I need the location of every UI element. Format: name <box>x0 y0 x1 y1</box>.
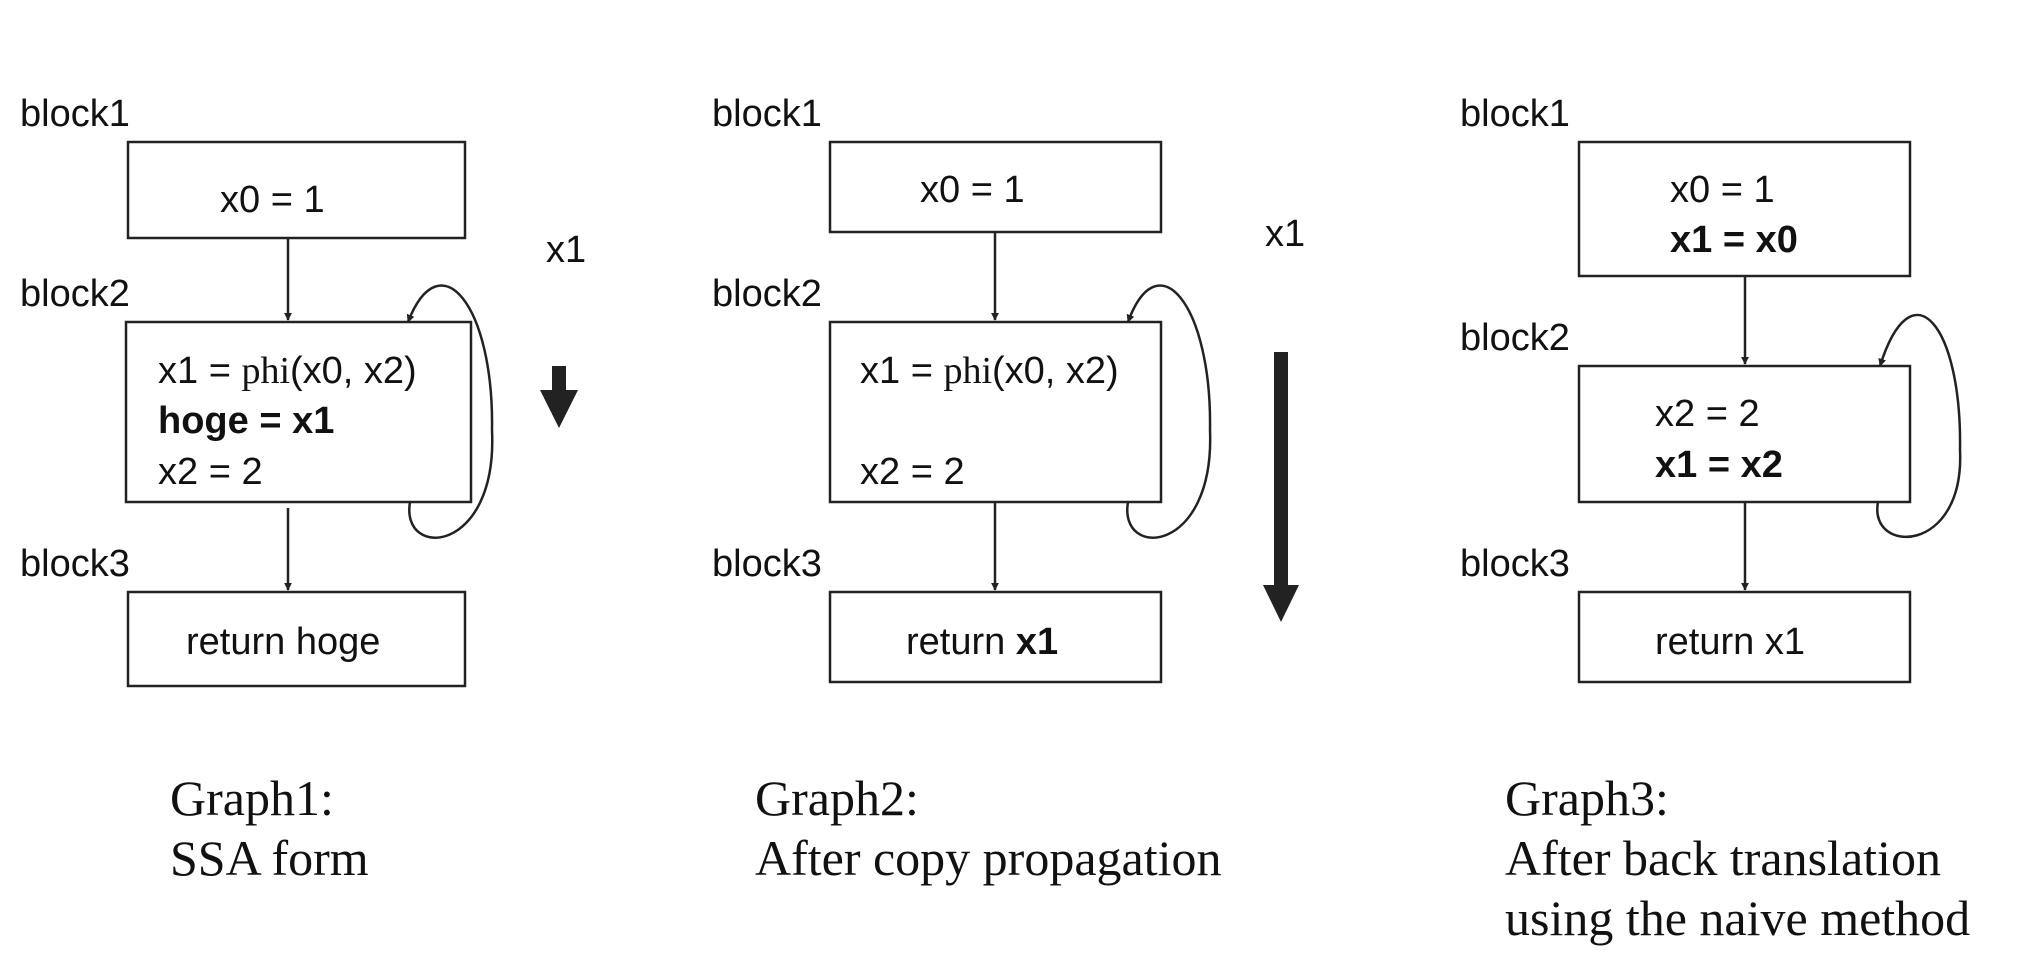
graph1: block1 x0 = 1 block2 x1 = phi(x0, x2) ho… <box>20 93 586 886</box>
graph2-caption-line2: After copy propagation <box>755 830 1222 886</box>
graph3-block1-label: block1 <box>1460 93 1570 135</box>
graph2-return-keyword: return <box>906 621 1016 663</box>
graph2-block3-box <box>828 590 1163 684</box>
graph3-caption-line2: After back translation <box>1505 830 1941 886</box>
graph2-block2-line3: x2 = 2 <box>860 451 965 493</box>
graph1-arrow-shaft <box>552 366 566 392</box>
graph1-loop-edge <box>406 284 494 539</box>
graph3-block2-line1: x2 = 2 <box>1655 393 1760 435</box>
graph3-block2-box <box>1577 364 1912 504</box>
graph2-arrow-head <box>1263 585 1299 622</box>
graph1-block2-box <box>124 320 473 504</box>
graph2-caption-line1: Graph2: <box>755 770 919 826</box>
graph1-phi-args: (x0, x2) <box>290 350 417 392</box>
graph2-block1-line1: x0 = 1 <box>920 169 1025 211</box>
graph3-block1-line1: x0 = 1 <box>1670 169 1775 211</box>
graph2-arrow-shaft <box>1274 352 1288 587</box>
graph1-arrow-head <box>540 390 578 428</box>
graph3-block3-box <box>1577 590 1912 684</box>
graph1-block3-line1: return hoge <box>186 621 380 663</box>
graph1-block1-line1: x0 = 1 <box>220 179 325 221</box>
graph3: block1 x0 = 1 x1 = x0 block2 x2 = 2 x1 =… <box>1460 93 1970 946</box>
graph3-block1-line2: x1 = x0 <box>1670 219 1798 261</box>
graph3-block3-label: block3 <box>1460 543 1570 585</box>
graph1-block2-line3: x2 = 2 <box>158 451 263 493</box>
graph1-phi-prefix: x1 = <box>158 350 241 392</box>
graph3-block1-box <box>1577 140 1912 278</box>
graph1-block2-line1: x1 = phi(x0, x2) <box>158 350 417 392</box>
graph2-block3-line1: return x1 <box>906 621 1058 663</box>
graph2-loop-edge <box>1126 284 1212 539</box>
graph2-phi-prefix: x1 = <box>860 350 943 392</box>
graph2: block1 x0 = 1 block2 x1 = phi(x0, x2) x2… <box>712 93 1305 886</box>
graph3-block2-label: block2 <box>1460 317 1570 359</box>
graph1-caption-line1: Graph1: <box>170 770 334 826</box>
graph2-phi-args: (x0, x2) <box>992 350 1119 392</box>
graph1-block3-box <box>126 590 467 688</box>
graph1-block1-box <box>126 140 467 240</box>
graph2-block2-box <box>828 320 1163 504</box>
graph2-block1-label: block1 <box>712 93 822 135</box>
graph1-caption-line2: SSA form <box>170 830 369 886</box>
graph1-block2-label: block2 <box>20 273 130 315</box>
graph3-block2-line2: x1 = x2 <box>1655 444 1783 486</box>
graph3-caption-line3: using the naive method <box>1505 890 1970 946</box>
graph2-block2-label: block2 <box>712 273 822 315</box>
graph2-return-var: x1 <box>1016 621 1058 663</box>
graph1-block3-label: block3 <box>20 543 130 585</box>
graph1-block2-line2: hoge = x1 <box>158 400 334 442</box>
graph3-loop-edge <box>1876 313 1962 539</box>
graph1-annotation: x1 <box>546 229 586 271</box>
graph1-phi-fn: phi <box>241 350 290 392</box>
graph2-phi-fn: phi <box>943 350 992 392</box>
graph3-block3-line1: return x1 <box>1655 621 1805 663</box>
graph1-block1-label: block1 <box>20 93 130 135</box>
graph2-annotation: x1 <box>1265 213 1305 255</box>
graph3-caption-line1: Graph3: <box>1505 770 1669 826</box>
graph2-block3-label: block3 <box>712 543 822 585</box>
graph2-block2-line1: x1 = phi(x0, x2) <box>860 350 1119 392</box>
